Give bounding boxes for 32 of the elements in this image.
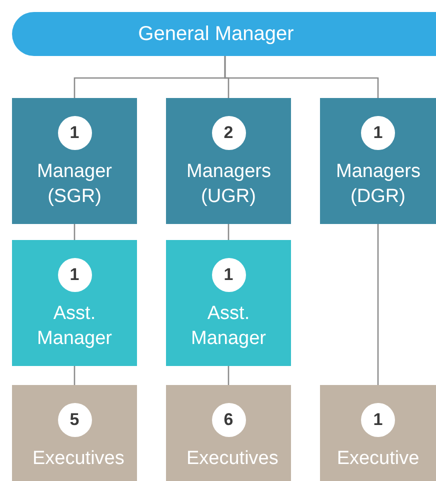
role-box (166, 98, 291, 224)
count-badge: 1 (212, 258, 246, 292)
role-box (166, 385, 291, 481)
role-title: General Manager (138, 22, 295, 46)
role-title: Executives (186, 447, 278, 471)
role-box (12, 98, 137, 224)
role-title: Asst. Manager (36, 302, 113, 351)
connector-line (224, 56, 379, 98)
role-box (12, 240, 137, 366)
count-badge: 5 (58, 403, 92, 437)
role-title: Executives (32, 447, 124, 471)
role-box (12, 385, 137, 481)
role-title: Managers (DGR) (335, 160, 422, 209)
role-title: Manager (SGR) (36, 160, 113, 209)
role-box (166, 240, 291, 366)
count-badge: 1 (361, 403, 395, 437)
connector-line (74, 224, 76, 240)
count-badge: 1 (58, 258, 92, 292)
role-title: Managers (UGR) (186, 160, 272, 209)
connector-line (228, 224, 230, 240)
count-badge: 1 (58, 116, 92, 150)
role-title: Executive (336, 447, 420, 471)
count-badge: 6 (212, 403, 246, 437)
role-box (320, 98, 436, 224)
title-banner (12, 12, 436, 56)
role-box (320, 385, 436, 481)
connector-line (74, 366, 76, 385)
connector-line (377, 224, 379, 385)
role-title: Asst. Manager (190, 302, 267, 351)
count-badge: 1 (361, 116, 395, 150)
connector-line (228, 366, 230, 385)
count-badge: 2 (212, 116, 246, 150)
